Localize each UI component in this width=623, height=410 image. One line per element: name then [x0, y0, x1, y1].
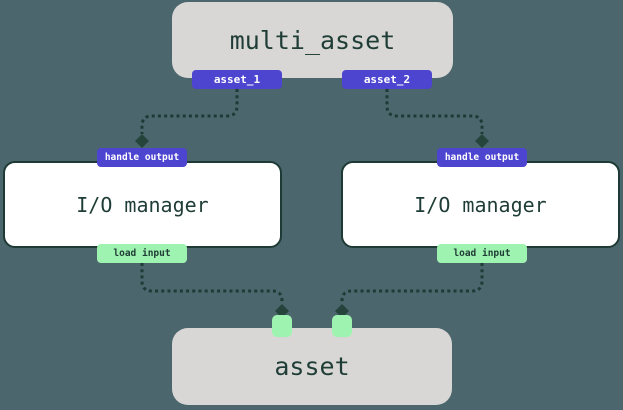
- edge-load-input-right-to-asset: [340, 263, 484, 304]
- port-badge-asset-1-label: asset_1: [213, 73, 261, 86]
- node-asset: asset: [172, 328, 452, 405]
- port-badge-asset-2-label: asset_2: [363, 73, 411, 86]
- port-badge-asset-2: asset_2: [342, 70, 432, 89]
- port-badge-load-input-right-label: load input: [453, 248, 511, 259]
- port-badge-asset-1: asset_1: [192, 70, 282, 89]
- asset-input-port-left: [272, 315, 292, 337]
- node-io-manager-left-label: I/O manager: [76, 192, 209, 217]
- port-badge-load-input-right: load input: [437, 244, 527, 263]
- port-badge-handle-output-left-label: handle output: [104, 152, 180, 163]
- port-badge-load-input-left: load input: [97, 244, 187, 263]
- asset-input-port-right: [332, 315, 352, 337]
- node-io-manager-right: I/O manager: [341, 161, 620, 248]
- edge-arrowhead-left-output: [135, 134, 149, 148]
- edge-arrowhead-right-output: [475, 134, 489, 148]
- port-badge-handle-output-right: handle output: [437, 148, 527, 167]
- node-multi-asset: multi_asset: [172, 2, 453, 78]
- edge-load-input-left-to-asset: [140, 263, 284, 304]
- edge-asset2-to-handle-output-right: [385, 89, 484, 134]
- node-io-manager-right-label: I/O manager: [414, 192, 547, 217]
- port-badge-handle-output-left: handle output: [97, 148, 187, 167]
- port-badge-load-input-left-label: load input: [113, 248, 171, 259]
- node-io-manager-left: I/O manager: [3, 161, 282, 248]
- node-asset-label: asset: [274, 352, 350, 381]
- edge-asset1-to-handle-output-left: [140, 89, 239, 134]
- node-multi-asset-label: multi_asset: [229, 25, 396, 55]
- port-badge-handle-output-right-label: handle output: [444, 152, 520, 163]
